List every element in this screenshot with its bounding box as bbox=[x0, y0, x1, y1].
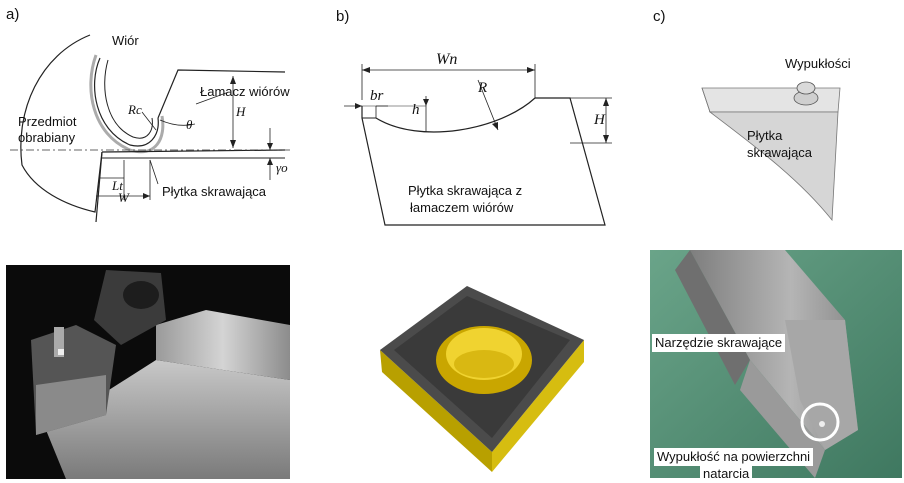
panel-a-letter: a) bbox=[6, 6, 20, 23]
label-bump-surface-1: Wypukłość na powierzchni bbox=[654, 448, 814, 466]
label-h-big-b: H bbox=[594, 112, 605, 128]
groove bbox=[375, 97, 536, 133]
label-workpiece-2: obrabiany bbox=[18, 130, 76, 145]
insert-side-left bbox=[380, 350, 492, 472]
label-tool: Narzędzie skrawające bbox=[652, 334, 786, 352]
label-insert-a: Płytka skrawająca bbox=[162, 184, 267, 199]
insert-body bbox=[361, 97, 606, 226]
flank-line bbox=[95, 151, 103, 223]
label-h-small: h bbox=[412, 102, 420, 118]
photo-tool-holder bbox=[6, 265, 290, 479]
photo-insert bbox=[372, 282, 597, 474]
label-workpiece-1: Przedmiot bbox=[18, 114, 77, 129]
chip-curl-inner bbox=[104, 59, 153, 139]
label-r: R bbox=[478, 80, 488, 96]
chip-curl bbox=[94, 57, 159, 147]
tool-top bbox=[157, 69, 286, 119]
label-wn: Wn bbox=[436, 51, 458, 68]
label-h-big-a: H bbox=[236, 104, 246, 119]
panel-b-diagram bbox=[344, 64, 612, 226]
label-lt: Lt bbox=[112, 178, 123, 193]
panel-b-letter: b) bbox=[336, 8, 350, 25]
insert-side-face bbox=[708, 111, 839, 222]
label-insert-b-2: łamaczem wiórów bbox=[410, 200, 514, 215]
insert-side-right bbox=[492, 340, 584, 472]
label-chip-breaker: Łamacz wiórów bbox=[200, 84, 290, 99]
label-bumps: Wypukłości bbox=[785, 56, 851, 71]
chip-band bbox=[89, 54, 165, 154]
label-insert-c-1: Płytka bbox=[747, 128, 783, 143]
photo-tool-bump bbox=[650, 250, 902, 478]
panel-c-diagram bbox=[701, 81, 841, 222]
label-bump-surface-2: natarcia bbox=[700, 465, 753, 483]
label-gamma: γo bbox=[276, 160, 288, 175]
panel-c-letter: c) bbox=[653, 8, 666, 25]
label-insert-c-2: skrawająca bbox=[747, 145, 813, 160]
bump-2 bbox=[796, 81, 816, 95]
insert-top-face bbox=[701, 87, 841, 113]
label-theta: θ bbox=[186, 117, 193, 132]
label-rc: Rc bbox=[128, 102, 142, 117]
label-insert-b-1: Płytka skrawająca z bbox=[408, 183, 523, 198]
label-w: W bbox=[118, 190, 129, 205]
panel-a-diagram bbox=[10, 34, 290, 223]
bump-highlight-circle bbox=[800, 402, 840, 442]
label-chip: Wiór bbox=[112, 33, 139, 48]
label-br: br bbox=[370, 88, 384, 104]
workpiece-outline bbox=[20, 34, 103, 213]
